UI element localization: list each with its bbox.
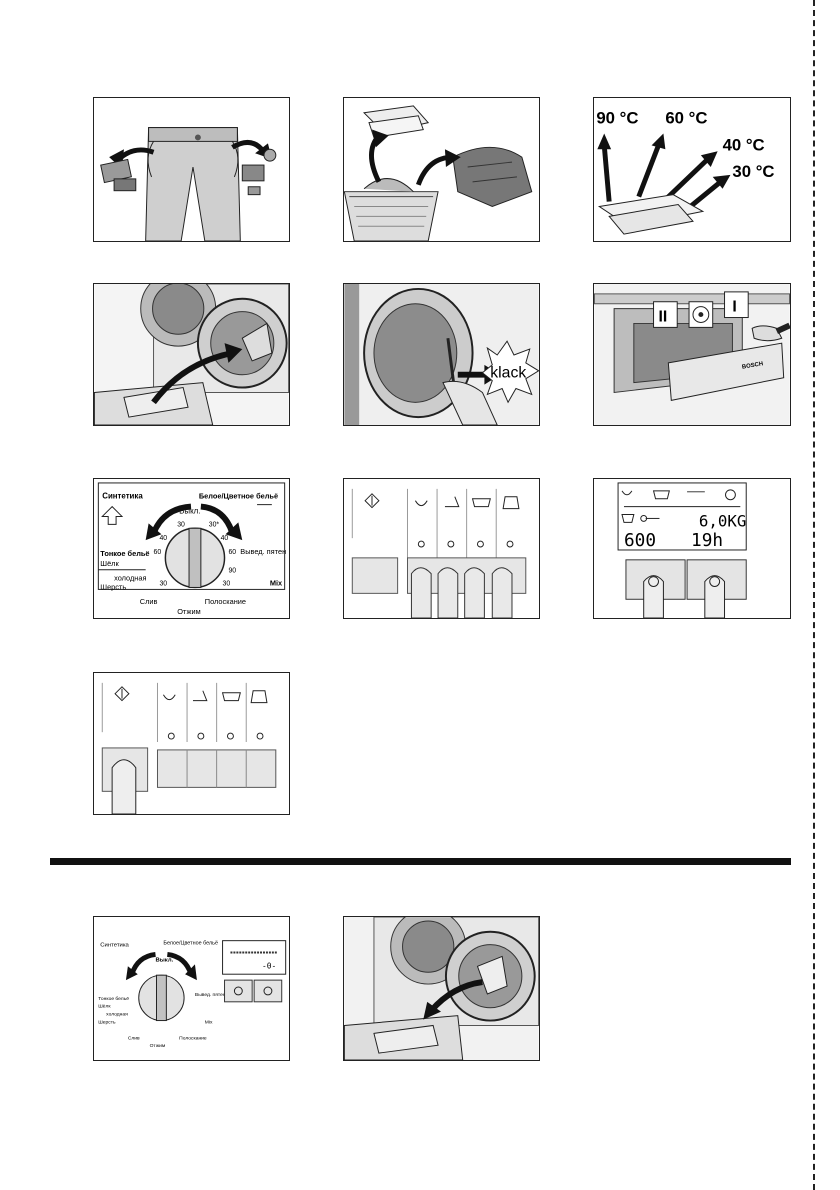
dial2-spin: Отжим bbox=[150, 1043, 166, 1049]
panel-option-buttons bbox=[343, 478, 540, 619]
detergent-drawer-illustration: BOSCH II I bbox=[594, 284, 790, 425]
dial-temp-left-2: 40 bbox=[159, 535, 167, 542]
panel-dial-off: Синтетика Белое/Цветное бельё Выкл. Тонк… bbox=[93, 916, 290, 1061]
dial2-silk: Шёлк bbox=[98, 1004, 111, 1010]
display-weight: 6,0KG bbox=[699, 511, 746, 530]
dial-temp-left-1: 30 bbox=[177, 521, 185, 528]
panel-temperatures: 90 °C 60 °C 40 °C 30 °C bbox=[593, 97, 791, 242]
dial-white-color: Белое/Цветное бельё bbox=[199, 492, 278, 501]
dial2-synthetics: Синтетика bbox=[100, 943, 129, 949]
dial2-rinse: Полоскание bbox=[179, 1035, 207, 1041]
dial-temp-right-5: 30 bbox=[223, 580, 231, 587]
dial2-wool: Шерсть bbox=[98, 1020, 116, 1026]
dial-off-illustration: Синтетика Белое/Цветное бельё Выкл. Тонк… bbox=[98, 940, 287, 1049]
dial2-delicate: Тонкое бельё bbox=[98, 996, 129, 1002]
display-speed: 600 bbox=[624, 531, 656, 551]
panel-unload-drum bbox=[343, 916, 540, 1061]
panel-detergent-drawer: BOSCH II I bbox=[593, 283, 791, 426]
option-buttons-illustration bbox=[351, 488, 527, 618]
dial2-cold: холодная bbox=[106, 1013, 128, 1018]
panel-start-button bbox=[93, 672, 290, 815]
dial2-drain: Слив bbox=[128, 1035, 140, 1041]
dial-temp-left-3: 60 bbox=[154, 549, 162, 556]
dial-spin: Отжим bbox=[177, 607, 200, 616]
compartment-1-label: I bbox=[732, 299, 736, 316]
panel-empty-pockets bbox=[93, 97, 290, 242]
panel-sort-laundry bbox=[343, 97, 540, 242]
dial-temp-right-3: 60 bbox=[228, 549, 236, 556]
dial-synthetics: Синтетика bbox=[102, 492, 143, 501]
load-drum-illustration bbox=[94, 284, 289, 425]
compartment-2-label: II bbox=[658, 308, 667, 325]
close-door-illustration: klack bbox=[344, 284, 539, 425]
empty-pockets-illustration bbox=[100, 127, 277, 241]
dial-cold: холодная bbox=[114, 574, 146, 583]
panel-close-door: klack bbox=[343, 283, 540, 426]
panel-program-dial: Синтетика Белое/Цветное бельё Выкл. Тонк… bbox=[93, 478, 290, 619]
display-time: 19h bbox=[691, 531, 723, 551]
unload-drum-illustration bbox=[344, 917, 539, 1060]
start-button-illustration bbox=[101, 682, 277, 814]
sort-laundry-illustration bbox=[344, 105, 533, 241]
display-small: -0- bbox=[262, 961, 276, 970]
door-sound-text: klack bbox=[490, 365, 526, 382]
panel-display-buttons: 6,0KG 600 19h bbox=[593, 478, 791, 619]
dial-mix: Mix bbox=[270, 578, 283, 587]
dial-temp-left-4: 30 bbox=[159, 580, 167, 587]
temp-30-label: 30 °C bbox=[732, 162, 774, 181]
program-dial-illustration: Синтетика Белое/Цветное бельё Выкл. Тонк… bbox=[97, 482, 286, 616]
dial-drain: Слив bbox=[140, 597, 158, 606]
brand-logo: BOSCH bbox=[742, 361, 764, 371]
temperatures-illustration: 90 °C 60 °C 40 °C 30 °C bbox=[596, 109, 775, 235]
dial2-stain: Вывед. пятен bbox=[195, 992, 226, 998]
temp-60-label: 60 °C bbox=[665, 109, 707, 128]
temp-40-label: 40 °C bbox=[723, 135, 765, 154]
panel-load-drum bbox=[93, 283, 290, 426]
dial2-mix: Mix bbox=[205, 1020, 213, 1026]
dial2-off: Выкл. bbox=[156, 957, 174, 963]
dial-silk: Шёлк bbox=[100, 559, 119, 568]
dial-wool: Шерсть bbox=[100, 582, 126, 591]
dial-stain: Вывед. пятен bbox=[240, 547, 286, 556]
dial-temp-right-1: 30* bbox=[209, 521, 220, 528]
dial-temp-right-2: 40 bbox=[221, 535, 229, 542]
dial2-white-color: Белое/Цветное бельё bbox=[163, 941, 218, 947]
dial-rinse: Полоскание bbox=[205, 597, 246, 606]
dial-temp-right-4: 90 bbox=[228, 568, 236, 575]
display-buttons-illustration: 6,0KG 600 19h bbox=[617, 482, 747, 618]
section-divider bbox=[50, 858, 791, 865]
temp-90-label: 90 °C bbox=[596, 109, 638, 128]
dial-delicate: Тонкое бельё bbox=[100, 549, 149, 558]
cut-line bbox=[813, 0, 815, 1190]
dial-off: Выкл. bbox=[179, 507, 200, 516]
